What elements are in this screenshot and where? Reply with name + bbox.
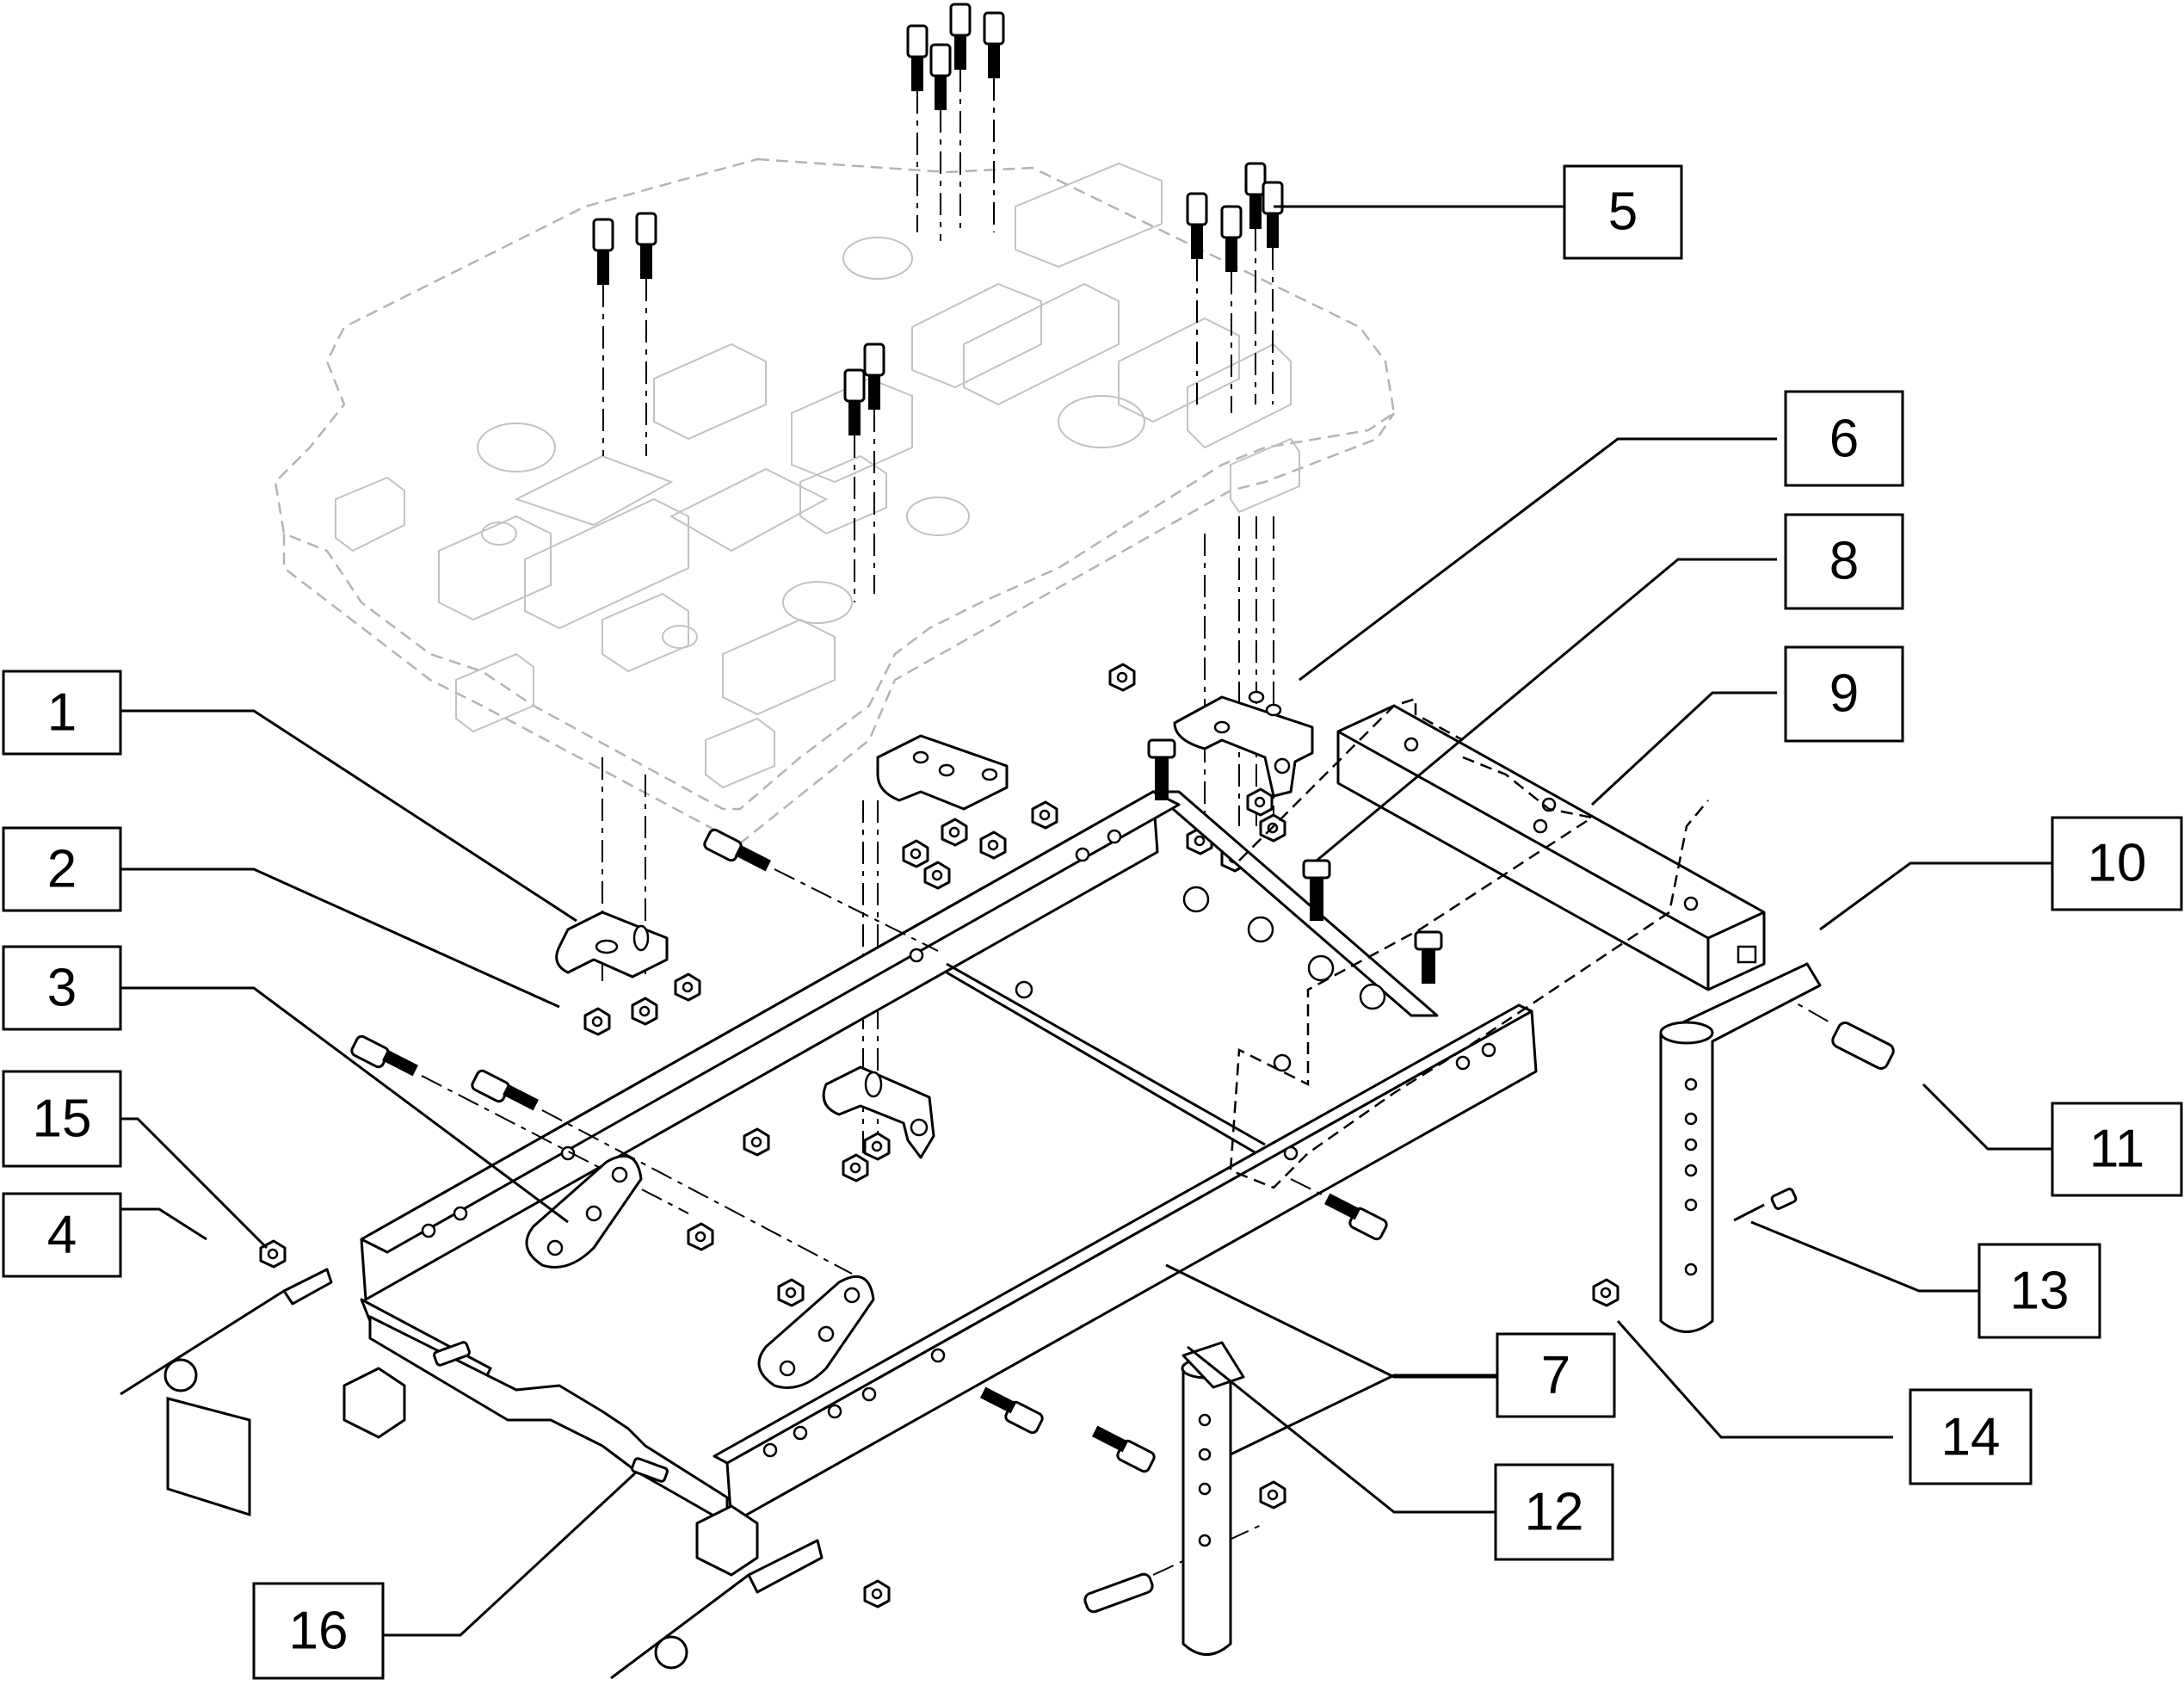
bracket-front-center <box>822 1065 935 1159</box>
cap-screw-icon <box>929 43 952 241</box>
frame-phantom-outline <box>1229 697 1709 1189</box>
hex-nut-icon <box>1031 800 1058 830</box>
cap-screw-group-top <box>592 3 1284 602</box>
hex-nut-icon <box>777 1278 805 1307</box>
callout-3: 3 <box>2 945 122 1031</box>
callout-4: 4 <box>2 1192 122 1278</box>
hex-nut-icon <box>583 1007 611 1036</box>
callout-11: 11 <box>2051 1102 2183 1197</box>
callout-9-label: 9 <box>1829 664 1859 724</box>
callout-6: 6 <box>1784 390 1904 487</box>
callout-4-label: 4 <box>47 1206 77 1265</box>
hex-nut-icon <box>631 997 658 1026</box>
callout-16-label: 16 <box>289 1602 349 1661</box>
hex-nut-icon <box>687 1222 714 1251</box>
cap-screw-icon <box>906 24 929 232</box>
callout-1: 1 <box>2 670 122 756</box>
pin-post-right <box>1659 962 1822 1333</box>
cap-screw-icon <box>1186 192 1208 404</box>
cap-screw-icon <box>863 343 885 594</box>
callout-14: 14 <box>1909 1388 2033 1485</box>
callout-5: 5 <box>1563 164 1683 260</box>
callout-9: 9 <box>1784 645 1904 743</box>
callout-10: 10 <box>2051 816 2183 911</box>
callout-15: 15 <box>2 1070 122 1168</box>
bracket-rear-left <box>876 734 1009 811</box>
hex-nut-icon <box>743 1127 770 1157</box>
callout-12-label: 12 <box>1525 1483 1584 1542</box>
callout-14-label: 14 <box>1941 1408 2001 1467</box>
hex-nut-icon <box>1108 663 1136 692</box>
socket-bolt-icon <box>980 1386 1044 1435</box>
small-screw-icon <box>433 1341 471 1367</box>
callout-1-label: 1 <box>47 683 77 743</box>
hex-nut-icon <box>1592 1278 1619 1307</box>
hex-nut-icon <box>842 1153 869 1182</box>
callout-5-label: 5 <box>1608 182 1638 242</box>
cap-screw-icon <box>843 368 866 602</box>
cap-screw-icon <box>592 218 614 456</box>
callout-12: 12 <box>1494 1463 1614 1561</box>
shoulder-bolt-icon <box>1772 989 1895 1070</box>
seat-frame <box>360 790 1538 1525</box>
socket-bolt-icon <box>471 1069 853 1275</box>
hex-nut-icon <box>863 1132 891 1161</box>
callout-16: 16 <box>252 1582 385 1680</box>
callout-8-label: 8 <box>1829 532 1859 591</box>
callout-6-label: 6 <box>1829 410 1859 469</box>
socket-bolt-icon <box>1290 1178 1388 1241</box>
callout-2: 2 <box>2 826 122 912</box>
callout-15-label: 15 <box>33 1090 92 1149</box>
hex-nut-icon <box>923 861 951 890</box>
callout-8: 8 <box>1784 513 1904 610</box>
callout-7-label: 7 <box>1541 1346 1570 1405</box>
cap-screw-icon <box>1262 181 1284 404</box>
hex-nut-icon <box>1246 787 1274 817</box>
small-screw-icon <box>1733 1188 1798 1222</box>
flat-head-screw-icon <box>1302 859 1331 921</box>
cap-screw-icon <box>1244 162 1267 404</box>
quick-release-pin-right <box>610 1539 824 1680</box>
cap-screw-icon <box>1220 205 1243 413</box>
callout-2-label: 2 <box>47 840 77 899</box>
hex-nut-icon <box>902 839 929 868</box>
socket-bolt-icon <box>1092 1425 1156 1473</box>
small-screw-icon <box>631 1457 669 1483</box>
socket-bolt-icon <box>703 828 939 952</box>
socket-bolt-icon <box>350 1034 689 1214</box>
cap-screw-icon <box>949 3 972 232</box>
quick-release-pin-left <box>120 1268 333 1517</box>
hex-nut-icon <box>941 818 968 847</box>
callout-13: 13 <box>1977 1243 2101 1339</box>
flat-head-screw-icon <box>1414 930 1443 984</box>
cross-tube <box>1336 704 1766 991</box>
callout-10-label: 10 <box>2088 834 2147 893</box>
pin-post-front <box>1181 1341 1245 1656</box>
link-plate-group <box>525 1154 875 1389</box>
callout-11-label: 11 <box>2089 1120 2144 1179</box>
bracket-rear-right <box>1173 690 1314 798</box>
hex-nut-icon <box>674 972 701 1002</box>
seat-pan-phantom <box>274 157 1396 845</box>
bracket-front-left <box>555 911 669 979</box>
bolt-group <box>350 738 1895 1614</box>
cap-screw-icon <box>635 212 657 456</box>
leader-lines <box>120 205 2052 1637</box>
callout-13-label: 13 <box>2010 1262 2070 1321</box>
hex-nut-icon <box>863 1579 891 1608</box>
callout-7: 7 <box>1496 1332 1616 1418</box>
mount-bracket-small <box>342 1367 759 1577</box>
cap-screw-icon <box>983 11 1005 232</box>
carriage-bolt-icon <box>1083 1522 1266 1614</box>
callout-3-label: 3 <box>47 959 77 1018</box>
flat-head-screw-icon <box>1147 738 1176 800</box>
hex-nut-icon <box>979 830 1007 860</box>
hex-nut-icon <box>1259 1480 1286 1510</box>
